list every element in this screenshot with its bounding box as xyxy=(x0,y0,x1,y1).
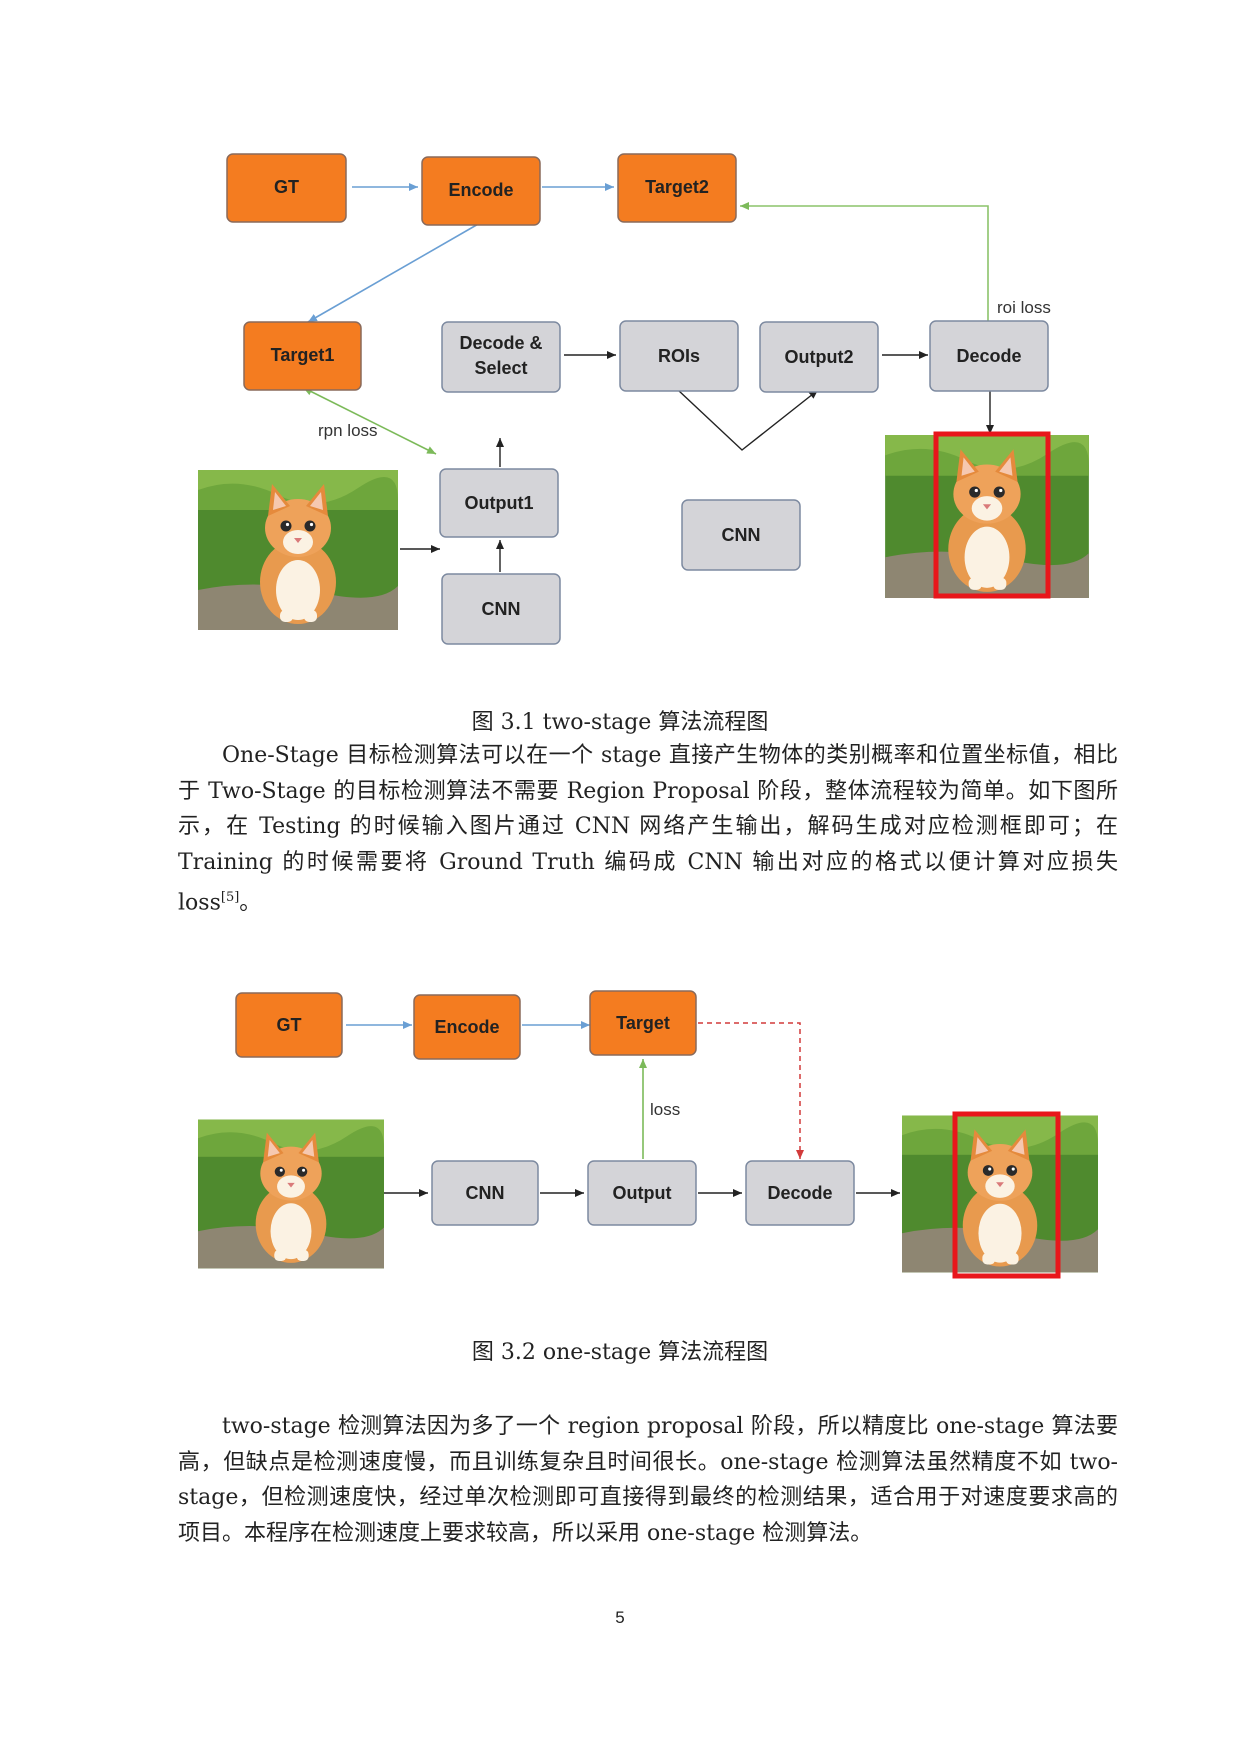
box-encode-2: Encode xyxy=(413,994,521,1060)
box-cnn-mid: CNN xyxy=(681,499,801,571)
box-target: Target xyxy=(589,990,697,1056)
box-output2: Output2 xyxy=(759,321,879,393)
box-cnn-2-label: CNN xyxy=(466,1183,505,1203)
citation-5: [5] xyxy=(220,890,240,905)
paragraph1-text: One-Stage 目标检测算法可以在一个 stage 直接产生物体的类别概率和… xyxy=(178,743,1118,916)
detection-box-2 xyxy=(952,1111,1061,1279)
one-stage-diagram: GT Encode Target CNN Output Decode loss xyxy=(198,990,1098,1279)
box-decode-2: Decode xyxy=(745,1160,855,1226)
box-output1-label: Output1 xyxy=(465,493,534,513)
box-target2-label: Target2 xyxy=(645,177,709,197)
box-cnn-bottom-label: CNN xyxy=(482,599,521,619)
figure-one-stage: GT Encode Target CNN Output Decode loss xyxy=(0,985,1240,1295)
arrow-decode-target2-roi-loss xyxy=(740,202,989,322)
box-cnn-2: CNN xyxy=(431,1160,539,1226)
box-decode-2-label: Decode xyxy=(767,1183,832,1203)
box-target1: Target1 xyxy=(243,321,362,391)
box-encode-2-label: Encode xyxy=(434,1017,499,1037)
box-output2-label: Output2 xyxy=(785,347,854,367)
box-decode-select: Decode & Select xyxy=(441,321,561,393)
box-cnn-mid-label: CNN xyxy=(722,525,761,545)
box-encode-label: Encode xyxy=(448,180,513,200)
arrow-rois-cnn-output2 xyxy=(677,389,819,451)
box-gt: GT xyxy=(226,153,347,223)
input-image-kitten xyxy=(198,470,398,630)
box-gt-label: GT xyxy=(274,177,299,197)
box-decode-select-label-1: Decode & xyxy=(459,333,542,353)
label-roi-loss: roi loss xyxy=(997,298,1051,317)
box-output-label: Output xyxy=(613,1183,672,1203)
paragraph-one-stage-intro: One-Stage 目标检测算法可以在一个 stage 直接产生物体的类别概率和… xyxy=(178,738,1118,921)
box-rois: ROIs xyxy=(619,320,739,392)
box-decode-select-label-2: Select xyxy=(474,358,527,378)
box-cnn-bottom: CNN xyxy=(441,573,561,645)
paragraph-comparison: two-stage 检测算法因为多了一个 region proposal 阶段，… xyxy=(178,1414,1118,1546)
box-encode: Encode xyxy=(421,156,541,226)
arrow-target1-output1-rpn-loss xyxy=(303,387,437,455)
output-image-kitten-2 xyxy=(902,1111,1098,1279)
box-gt-2-label: GT xyxy=(277,1015,302,1035)
figure2-caption: 图 3.2 one-stage 算法流程图 xyxy=(471,1340,769,1365)
page-number: 5 xyxy=(615,1608,625,1627)
arrow-encode-target1 xyxy=(307,222,481,323)
label-loss: loss xyxy=(650,1100,680,1119)
box-target1-label: Target1 xyxy=(271,345,335,365)
two-stage-diagram: GT Encode Target2 Target1 Decode & Selec… xyxy=(198,153,1089,645)
figure-two-stage: GT Encode Target2 Target1 Decode & Selec… xyxy=(0,150,1240,710)
box-output: Output xyxy=(587,1160,697,1226)
box-gt-2: GT xyxy=(235,992,343,1058)
arrow-target-decode-dashed xyxy=(698,1022,804,1159)
output-image-kitten xyxy=(885,431,1089,599)
paragraph1-end: 。 xyxy=(239,890,262,916)
box-output1: Output1 xyxy=(439,468,559,538)
box-decode: Decode xyxy=(929,320,1049,392)
figure1-caption: 图 3.1 two-stage 算法流程图 xyxy=(471,710,769,735)
detection-box xyxy=(933,431,1051,599)
box-target2: Target2 xyxy=(617,153,737,223)
box-target-label: Target xyxy=(616,1013,670,1033)
input-image-kitten-2 xyxy=(198,1119,384,1269)
box-rois-label: ROIs xyxy=(658,346,700,366)
label-rpn-loss: rpn loss xyxy=(318,421,378,440)
box-decode-label: Decode xyxy=(956,346,1021,366)
